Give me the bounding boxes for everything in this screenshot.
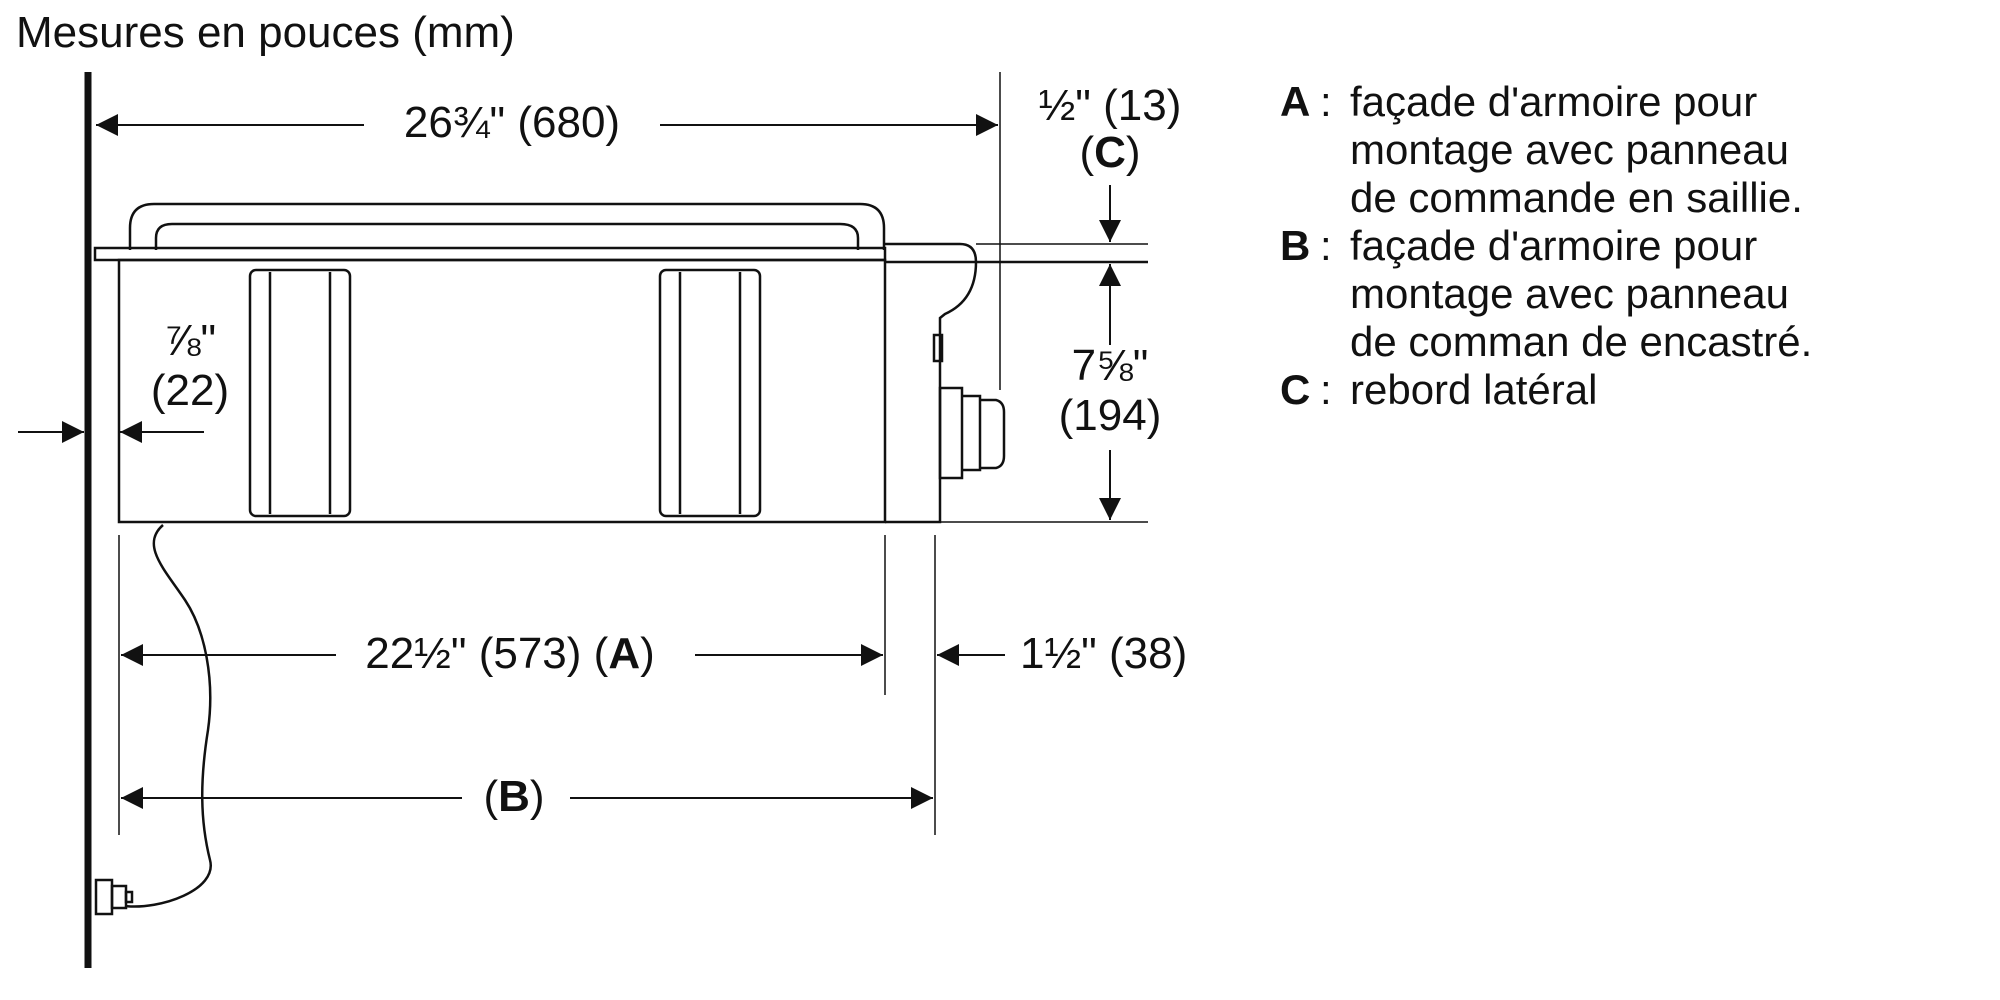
legend-text: façade d'armoire pour montage avec panne… [1350, 222, 1813, 365]
flange-key-label: (C) [1079, 128, 1140, 177]
legend: A : façade d'armoire pour montage avec p… [1280, 78, 1812, 414]
legend-item-c: C : rebord latéral [1280, 366, 1812, 414]
left-offset-mm-label: (22) [151, 366, 229, 415]
legend-text: façade d'armoire pour montage avec panne… [1350, 78, 1803, 221]
legend-separator: : [1320, 78, 1332, 125]
height-mm-label: (194) [1059, 391, 1162, 440]
legend-separator: : [1320, 222, 1332, 269]
height-frac-label: 7⅝" [1072, 341, 1149, 390]
overall-width-label: 26¾" (680) [404, 98, 620, 147]
diagram-title: Mesures en pouces (mm) [16, 8, 515, 57]
extension-lines [118, 72, 1148, 835]
legend-key: B [1280, 222, 1311, 269]
flange-top-label: ½" (13) [1039, 81, 1182, 130]
left-offset-frac-label: ⅞" [164, 316, 216, 365]
legend-key: A [1280, 78, 1311, 125]
side-offset-label: 1½" (38) [1020, 629, 1187, 678]
legend-text: rebord latéral [1350, 366, 1598, 413]
legend-key: C [1280, 366, 1311, 413]
legend-separator: : [1320, 366, 1332, 413]
cutout-b-label: (B) [483, 772, 544, 821]
appliance-outline [93, 202, 1148, 916]
legend-item-b: B : façade d'armoire pour montage avec p… [1280, 222, 1812, 366]
cutout-a-label: 22½" (573) (A) [365, 629, 655, 678]
legend-item-a: A : façade d'armoire pour montage avec p… [1280, 78, 1812, 222]
